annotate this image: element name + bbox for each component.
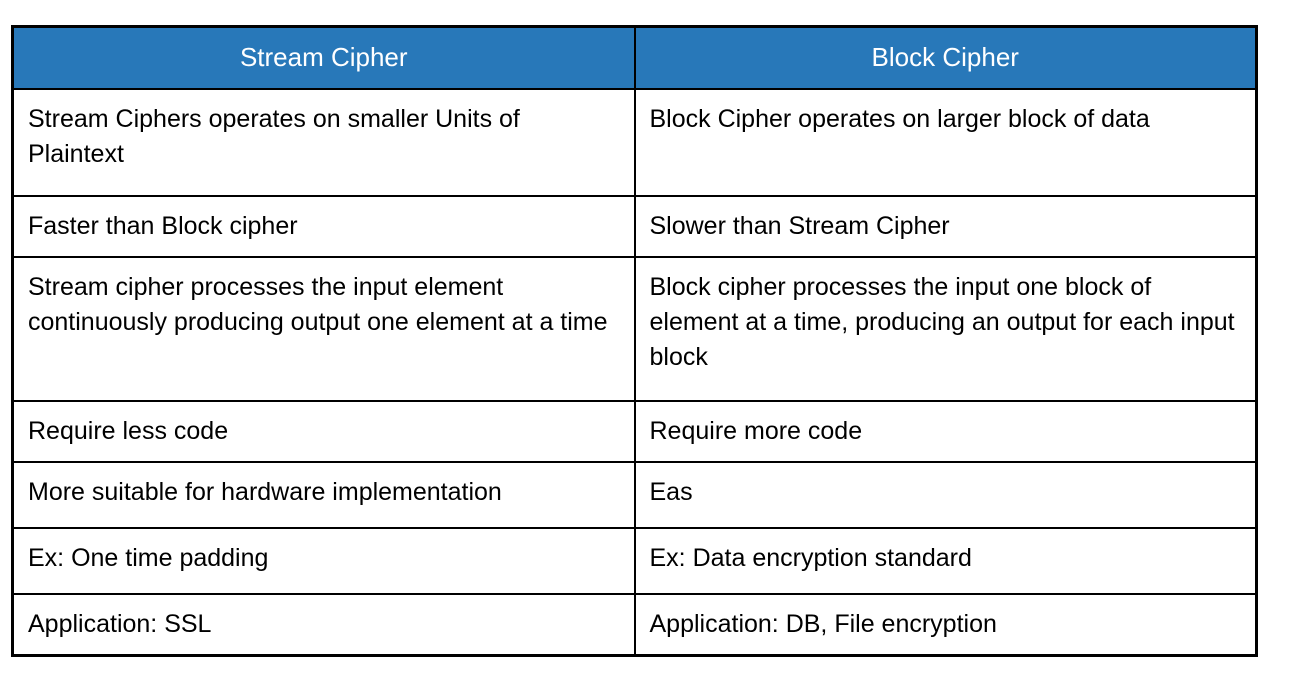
table-row: Require less code Require more code — [11, 399, 1258, 463]
cell-stream-application: Application: SSL — [11, 592, 636, 657]
header-block-cipher: Block Cipher — [633, 25, 1258, 90]
table-row: Stream Ciphers operates on smaller Units… — [11, 87, 1258, 197]
comparison-table-container: Stream Cipher Block Cipher Stream Cipher… — [11, 25, 1258, 657]
header-row: Stream Cipher Block Cipher — [11, 25, 1258, 90]
cell-block-hardware: Eas — [633, 460, 1258, 529]
cell-stream-hardware: More suitable for hardware implementatio… — [11, 460, 636, 529]
cell-stream-speed: Faster than Block cipher — [11, 194, 636, 258]
cipher-comparison-table: Stream Cipher Block Cipher Stream Cipher… — [11, 25, 1258, 657]
cell-stream-units: Stream Ciphers operates on smaller Units… — [11, 87, 636, 197]
cell-block-application: Application: DB, File encryption — [633, 592, 1258, 657]
cell-stream-code: Require less code — [11, 399, 636, 463]
cell-stream-processing: Stream cipher processes the input elemen… — [11, 255, 636, 402]
table-row: Faster than Block cipher Slower than Str… — [11, 194, 1258, 258]
cell-block-processing: Block cipher processes the input one blo… — [633, 255, 1258, 402]
cell-block-units: Block Cipher operates on larger block of… — [633, 87, 1258, 197]
table-row: Application: SSL Application: DB, File e… — [11, 592, 1258, 657]
table-row: Ex: One time padding Ex: Data encryption… — [11, 526, 1258, 595]
table-row: More suitable for hardware implementatio… — [11, 460, 1258, 529]
cell-stream-example: Ex: One time padding — [11, 526, 636, 595]
cell-block-example: Ex: Data encryption standard — [633, 526, 1258, 595]
header-stream-cipher: Stream Cipher — [11, 25, 636, 90]
cell-block-speed: Slower than Stream Cipher — [633, 194, 1258, 258]
table-row: Stream cipher processes the input elemen… — [11, 255, 1258, 402]
cell-block-code: Require more code — [633, 399, 1258, 463]
